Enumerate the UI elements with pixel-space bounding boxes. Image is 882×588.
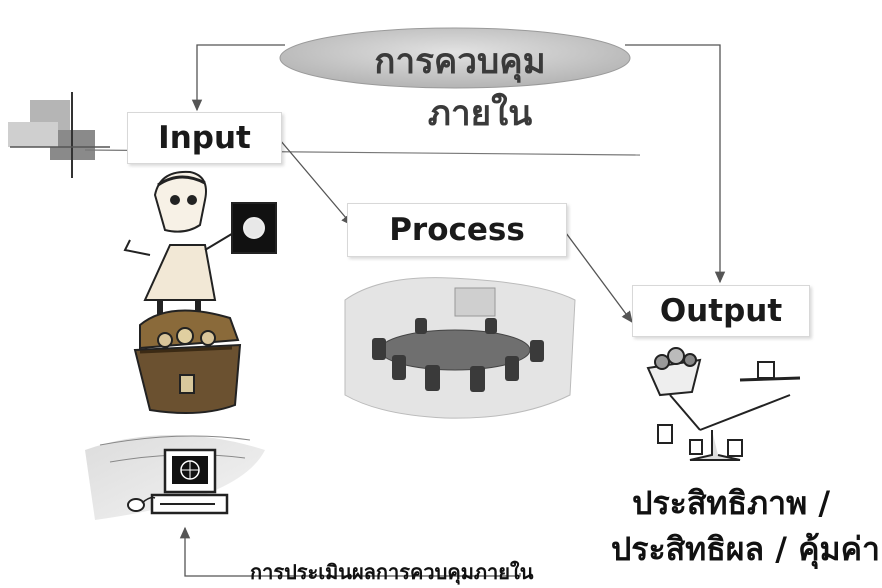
treasure-chest-icon (133, 309, 242, 415)
computer-icon (85, 435, 265, 520)
process-box: Process (347, 203, 567, 257)
arrow-control-to-output (625, 44, 726, 284)
scale-icon (646, 347, 801, 461)
arrow-control-to-input (191, 44, 285, 112)
internal-control-title: การควบคุม ภายใน (330, 36, 590, 140)
output-box: Output (632, 285, 810, 337)
internal-control-ellipse (279, 27, 631, 89)
result-line2: ประสิทธิผล / คุ้มค่า (610, 530, 880, 568)
connectors (179, 44, 726, 577)
meeting-room-icon (344, 277, 576, 419)
arrow-input-to-process (279, 139, 353, 226)
result-text: ประสิทธิภาพ / ประสิทธิผล / คุ้มค่า (520, 480, 880, 572)
feedback-arrow (179, 526, 521, 577)
result-line1: ประสิทธิภาพ / (632, 484, 830, 522)
man-with-photo-icon (123, 170, 277, 322)
internal-control-title-line2: ภายใน (427, 94, 533, 134)
internal-control-title-line1: การควบคุม (374, 42, 546, 82)
feedback-label: การประเมินผลการควบคุมภายใน (250, 560, 534, 584)
input-box: Input (127, 112, 282, 164)
arrow-process-to-output (565, 232, 633, 324)
